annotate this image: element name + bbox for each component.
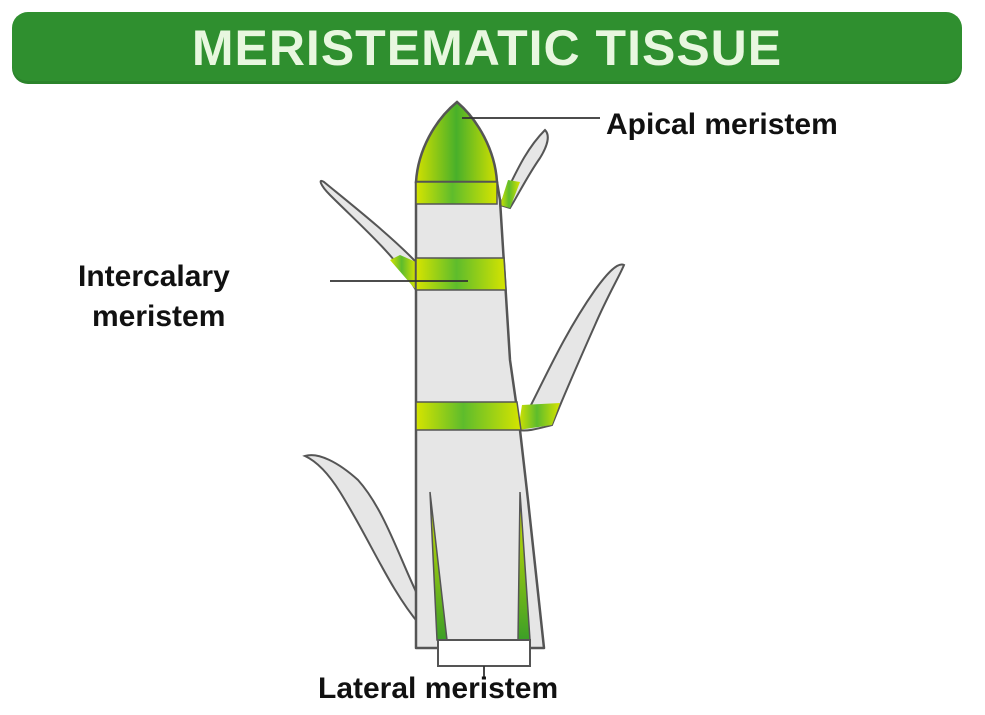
stem-base bbox=[438, 640, 530, 666]
meristem-band-1 bbox=[416, 182, 497, 204]
label-intercalary-line1: Intercalary bbox=[78, 260, 230, 295]
meristem-band-2 bbox=[416, 258, 506, 290]
label-intercalary-line2: meristem bbox=[92, 300, 225, 335]
leaf-middle-right-base bbox=[518, 403, 560, 430]
label-apical-meristem: Apical meristem bbox=[606, 108, 838, 143]
leaf-upper-left bbox=[321, 181, 416, 290]
apical-meristem-tip bbox=[416, 102, 497, 182]
meristem-band-3 bbox=[416, 402, 521, 430]
leaf-lower-left bbox=[305, 455, 420, 625]
label-lateral-meristem: Lateral meristem bbox=[318, 672, 558, 707]
